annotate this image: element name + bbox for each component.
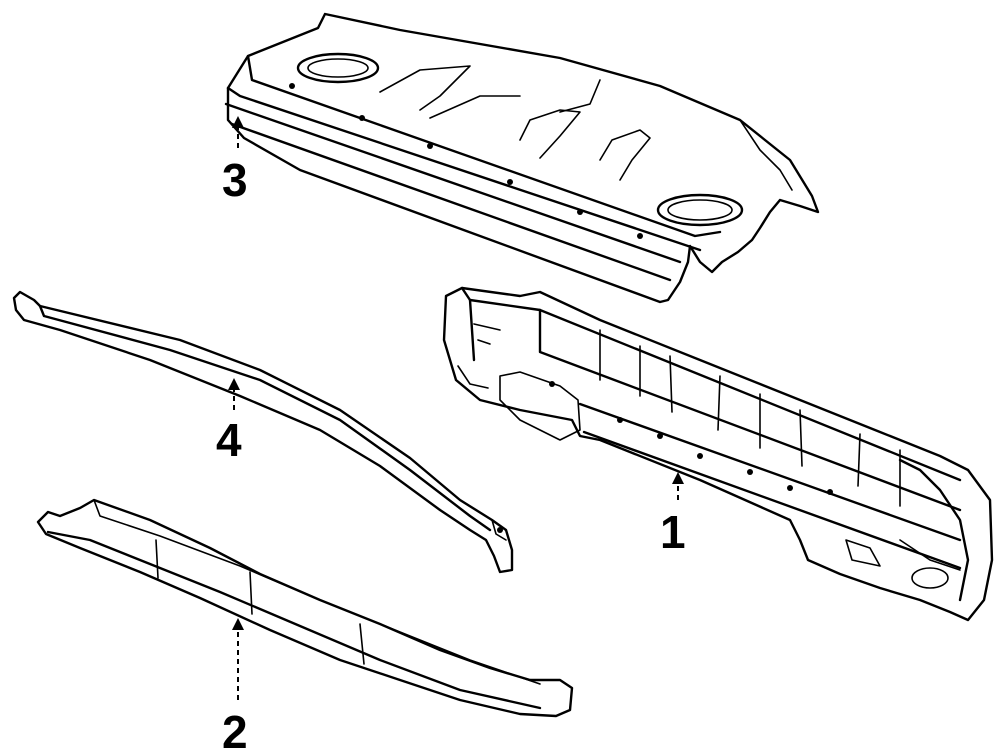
callout-2: 2 [222, 618, 248, 756]
arrowhead-3 [232, 116, 244, 128]
callout-label-4: 4 [216, 414, 242, 466]
callout-label-1: 1 [660, 506, 686, 558]
arrowhead-1 [672, 472, 684, 484]
callout-4: 4 [216, 378, 242, 466]
callout-1: 1 [660, 472, 686, 558]
arrowhead-2 [232, 618, 244, 630]
part-1-rear-body-panel [442, 286, 994, 622]
part-2-floor-rail [36, 498, 574, 718]
callout-3: 3 [222, 116, 248, 206]
callout-label-3: 3 [222, 154, 248, 206]
part-3-package-tray [224, 12, 820, 304]
part-4-rail [12, 290, 514, 574]
arrowhead-4 [228, 378, 240, 390]
callout-label-2: 2 [222, 706, 248, 756]
